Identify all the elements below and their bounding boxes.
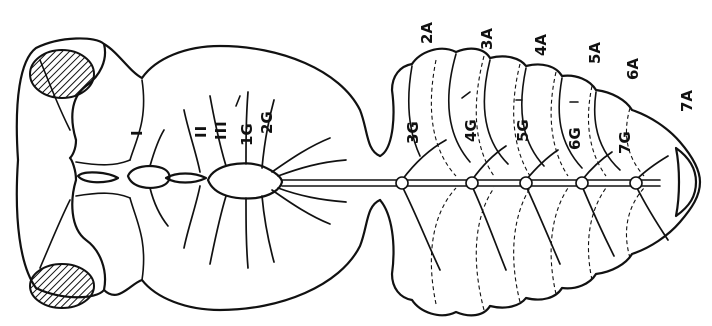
nerve-I-bottom	[150, 188, 168, 226]
label-6g: 6G	[566, 127, 584, 150]
nerve-7G-top	[636, 156, 668, 180]
ganglion-4G	[466, 177, 478, 189]
neck-line-top	[76, 160, 130, 165]
label-3a: 3A	[478, 28, 496, 50]
segment-dash-4-top	[551, 72, 568, 176]
label-5a: 5A	[586, 42, 604, 64]
labels: I II III 1G 2G 2A 3A 4A 5A 6A 7A 3G 4G 5…	[128, 22, 696, 154]
label-7a: 7A	[678, 90, 696, 112]
label-2g: 2G	[258, 111, 276, 134]
nerve-ventral-top-1	[272, 138, 330, 172]
head-inner-line-bottom	[40, 200, 70, 268]
nerve-II-bottom	[184, 186, 200, 248]
segment-dash-1-top	[431, 60, 456, 176]
nerve-3G-bottom	[402, 186, 440, 270]
subesophageal-ganglion	[128, 166, 170, 188]
abdomen-outline	[380, 49, 700, 316]
thorax-region	[76, 44, 380, 310]
thoracic-ganglion-mass	[208, 163, 282, 198]
segment-dash-4-bottom	[551, 188, 568, 294]
label-4g: 4G	[462, 119, 480, 142]
ganglion-6G	[576, 177, 588, 189]
label-2a: 2A	[418, 22, 436, 44]
thorax-inner-top	[130, 80, 144, 160]
segment-line-a7	[595, 92, 620, 170]
eye-top-hatched	[30, 50, 94, 98]
nerve-6G-bottom	[582, 186, 614, 256]
tick-1g	[236, 96, 240, 106]
ganglion-7G	[630, 177, 642, 189]
ganglion-3G	[396, 177, 408, 189]
label-7g: 7G	[616, 131, 634, 154]
tick-4g	[462, 92, 470, 98]
neck-line-bottom	[76, 193, 130, 198]
segment-dash-1-bottom	[431, 188, 456, 304]
segment-dash-3-bottom	[514, 188, 530, 302]
segment-dash-6-bottom	[626, 188, 644, 258]
segment-line-a5	[522, 68, 544, 166]
label-roman-ii: II	[192, 125, 210, 138]
thoracic-ganglion-1	[166, 174, 206, 183]
segment-dash-2-bottom	[476, 188, 494, 310]
nerve-I-top	[150, 130, 164, 166]
ganglion-5G	[520, 177, 532, 189]
nerve-2G-bottom	[262, 196, 274, 262]
eye-bottom-hatched	[30, 264, 94, 308]
nerve-5G-bottom	[526, 186, 560, 264]
nerve-5G-top	[526, 150, 558, 180]
label-roman-iii: III	[212, 120, 230, 140]
nerve-ventral-bottom-2	[278, 188, 346, 202]
thorax-outline	[104, 44, 380, 310]
nerve-1G-bottom	[246, 198, 248, 268]
label-5g: 5G	[514, 119, 532, 142]
label-4a: 4A	[532, 34, 550, 56]
segment-line-a6	[559, 78, 582, 168]
segment-line-a4	[484, 60, 508, 164]
nerve-ventral-top-2	[278, 160, 346, 176]
cerebral-ganglion	[78, 172, 118, 182]
thorax-inner-bottom	[130, 198, 144, 280]
nerve-4G-bottom	[472, 186, 506, 270]
segment-line-a3	[449, 54, 470, 162]
nerve-4G-top	[472, 146, 506, 180]
nerve-II-top	[184, 110, 200, 172]
label-3g: 3G	[404, 121, 422, 144]
label-1g: 1G	[238, 123, 256, 146]
nerve-3G-top	[402, 140, 446, 180]
label-roman-i: I	[128, 130, 146, 136]
nerve-6G-top	[582, 152, 612, 180]
label-6a: 6A	[624, 58, 642, 80]
nerve-III-bottom	[210, 196, 226, 264]
nerve-7G-bottom	[636, 186, 668, 240]
